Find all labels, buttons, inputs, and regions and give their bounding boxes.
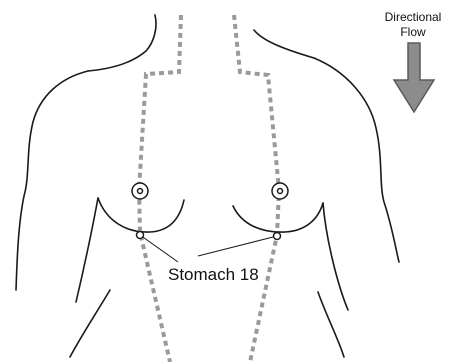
neck-left-line xyxy=(88,15,156,71)
directional-flow-legend: Directional Flow xyxy=(385,10,442,112)
left-shoulder-arm-line xyxy=(16,71,88,290)
down-arrow-icon xyxy=(394,43,434,112)
neck-right-line xyxy=(254,30,314,58)
right-flank-line xyxy=(318,292,344,357)
right-armpit-line xyxy=(323,203,348,310)
stomach-18-right-point xyxy=(274,233,281,240)
legend-title-line1: Directional xyxy=(385,10,442,24)
stomach-18-left-point xyxy=(137,232,144,239)
left-nipple-marker xyxy=(132,183,148,199)
torso-outline xyxy=(16,15,399,357)
left-armpit-line xyxy=(76,198,98,302)
stomach-meridian-lines xyxy=(139,15,279,362)
stomach-18-label: Stomach 18 xyxy=(168,265,259,284)
legend-title-line2: Flow xyxy=(400,25,426,39)
right-nipple-marker xyxy=(272,183,288,199)
right-leader-line xyxy=(198,236,277,256)
